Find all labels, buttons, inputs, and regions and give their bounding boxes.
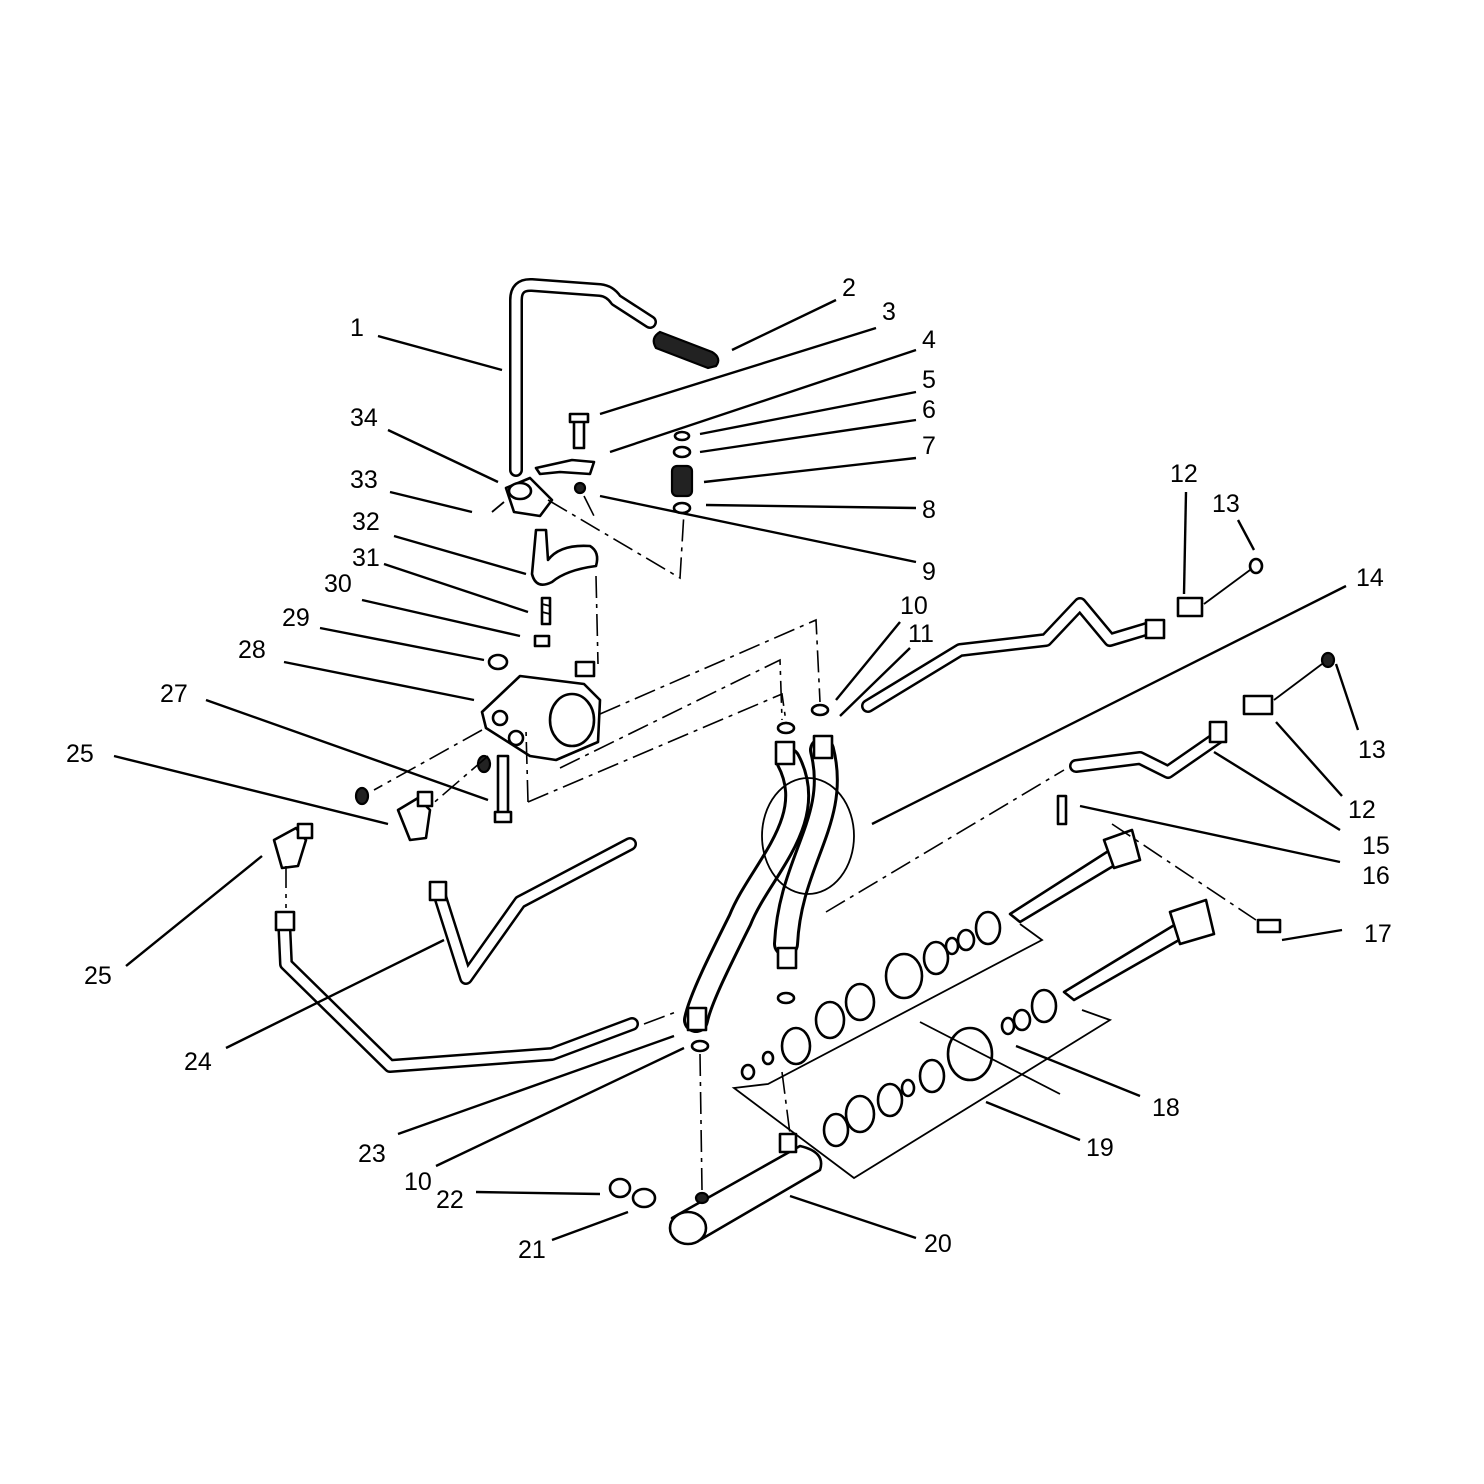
hydraulic-tube-24 (428, 837, 637, 985)
callout-27: 27 (160, 680, 188, 708)
hydraulic-tube-23 (274, 910, 639, 1073)
callout-24: 24 (184, 1048, 212, 1076)
piston-rod-lower (1062, 898, 1216, 1002)
parts-drawing (272, 277, 1336, 1246)
elbow-fitting-lower (272, 786, 370, 870)
linkage-arm (530, 528, 599, 586)
callout-4: 4 (922, 326, 936, 354)
seal-kit-lower (822, 988, 1058, 1148)
callout-25-lower: 25 (84, 962, 112, 990)
clevis-pin-17 (1256, 918, 1282, 934)
callout-3: 3 (882, 298, 896, 326)
callout-15: 15 (1362, 832, 1390, 860)
cotter-pin (1056, 794, 1068, 826)
seal-kit-upper (740, 910, 1002, 1081)
valve-bolt (476, 754, 513, 824)
callout-32: 32 (352, 508, 380, 536)
spring-stack (670, 430, 694, 515)
callout-8: 8 (922, 496, 936, 524)
callout-12-lower: 12 (1348, 796, 1376, 824)
stop-plate (534, 458, 596, 495)
callout-23: 23 (358, 1140, 386, 1168)
control-lever (509, 277, 657, 477)
callout-2: 2 (842, 274, 856, 302)
callout-12-upper: 12 (1170, 460, 1198, 488)
hydraulic-cylinder (668, 1132, 823, 1246)
callout-28: 28 (238, 636, 266, 664)
adapter-fitting-lower (1242, 651, 1336, 716)
callout-22: 22 (436, 1186, 464, 1214)
callout-10-lower: 10 (404, 1168, 432, 1196)
callout-6: 6 (922, 396, 936, 424)
callout-10-upper: 10 (900, 592, 928, 620)
bleeder-fitting (608, 1177, 657, 1209)
callout-14: 14 (1356, 564, 1384, 592)
return-tube (861, 597, 1157, 713)
jam-nut (487, 653, 509, 671)
clevis-pin (533, 634, 551, 648)
callout-7: 7 (922, 432, 936, 460)
assembly-centerlines (285, 495, 1257, 1191)
callout-9: 9 (922, 558, 936, 586)
callout-21: 21 (518, 1236, 546, 1264)
control-valve (480, 660, 602, 762)
leader-lines (113, 298, 1360, 1242)
callout-16: 16 (1362, 862, 1390, 890)
callout-13-lower: 13 (1358, 736, 1386, 764)
lever-bolt (568, 412, 590, 450)
sealing-washers (690, 703, 830, 1053)
callout-18: 18 (1152, 1094, 1180, 1122)
callout-25-upper: 25 (66, 740, 94, 768)
callout-31: 31 (352, 544, 380, 572)
callout-30: 30 (324, 570, 352, 598)
adapter-fitting-upper (1144, 557, 1264, 640)
callout-17: 17 (1364, 920, 1392, 948)
callout-labels: 1 2 3 4 5 6 7 8 9 10 11 12 13 14 13 12 1… (66, 274, 1392, 1264)
spring-pin (540, 596, 552, 626)
callout-11: 11 (908, 620, 934, 648)
elbow-fitting-upper (396, 790, 434, 842)
lever-grip (652, 330, 720, 370)
assembly-brackets (731, 923, 1113, 1180)
callout-13-upper: 13 (1212, 490, 1240, 518)
callout-1: 1 (350, 314, 364, 342)
pressure-tube (1069, 720, 1228, 779)
hydraulic-hoses (683, 734, 855, 1033)
callout-34: 34 (350, 404, 378, 432)
callout-33: 33 (350, 466, 378, 494)
piston-rod-upper (1008, 828, 1142, 924)
callout-5: 5 (922, 366, 936, 394)
callout-20: 20 (924, 1230, 952, 1258)
callout-19: 19 (1086, 1134, 1114, 1162)
pivot-block (491, 476, 554, 518)
callout-29: 29 (282, 604, 310, 632)
